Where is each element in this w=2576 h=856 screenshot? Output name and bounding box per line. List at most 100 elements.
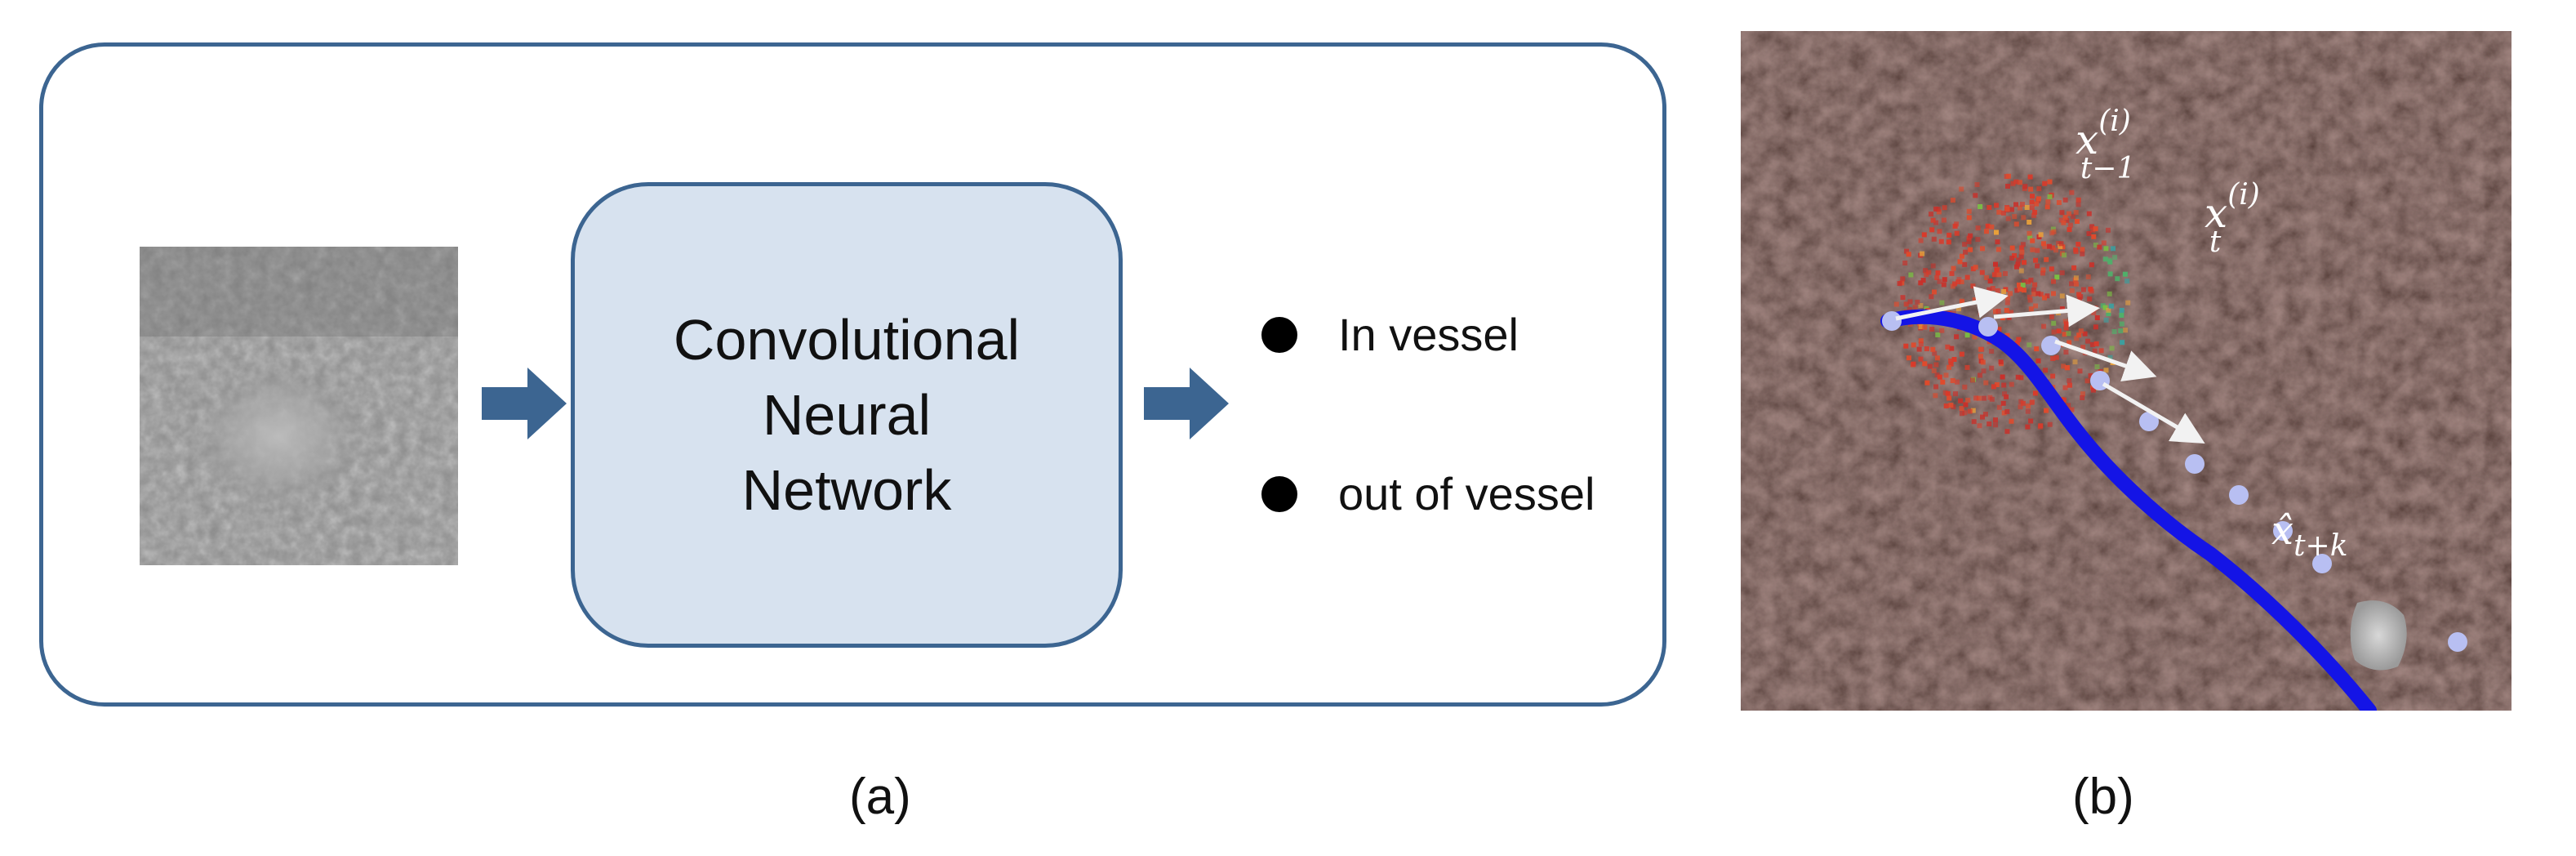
particle [2029, 205, 2035, 211]
particle [2064, 321, 2069, 327]
particle [2029, 199, 2035, 205]
particle [2067, 378, 2072, 384]
particle [2020, 242, 2026, 247]
particle [1932, 350, 1938, 356]
particle [2009, 207, 2014, 212]
particle [2091, 310, 2097, 315]
particle [1984, 275, 1990, 280]
particle [2042, 181, 2048, 186]
particle [1978, 372, 1982, 378]
particle [2063, 325, 2069, 331]
particle [2080, 345, 2086, 350]
particle [2015, 374, 2021, 380]
particle [2088, 372, 2093, 378]
particle [2010, 181, 2016, 186]
particle [2009, 310, 2014, 315]
particle [1993, 417, 1998, 423]
particle [1978, 204, 1983, 209]
cnn-label: Convolutional Neural Network [673, 308, 1021, 522]
particle [2107, 257, 2112, 263]
motion-vector [2054, 339, 2157, 382]
particle [1979, 270, 1985, 275]
particle [1924, 380, 1930, 386]
particle [2027, 220, 2032, 225]
particle [2112, 255, 2118, 261]
input-arrow-icon [482, 368, 567, 439]
particle [1916, 346, 1922, 352]
particle [2063, 350, 2069, 355]
particle [1952, 281, 1958, 287]
particle [2067, 382, 2072, 388]
particle [2000, 400, 2006, 406]
particle [2069, 288, 2075, 293]
particle [1959, 186, 1964, 192]
particle [1995, 288, 2000, 293]
particle [2030, 238, 2035, 243]
particle [2086, 211, 2092, 216]
particle [1942, 277, 1947, 283]
particle [2059, 270, 2065, 275]
particle [1993, 422, 1998, 428]
particle [2093, 226, 2098, 232]
particle [1958, 398, 1964, 403]
particle [2043, 368, 2048, 373]
particle [2054, 274, 2060, 280]
particle [1932, 289, 1937, 295]
particle [1942, 390, 1948, 395]
particle [2013, 179, 2019, 185]
particle [2073, 281, 2079, 287]
particle [1946, 239, 1951, 245]
particle [2004, 308, 2009, 313]
particle [2075, 242, 2081, 247]
particle [1949, 346, 1955, 351]
particle [2062, 215, 2068, 221]
particle [2050, 226, 2056, 232]
particle [2024, 205, 2030, 210]
particle [1980, 414, 1985, 420]
particle [2033, 257, 2039, 263]
particle [1923, 268, 1929, 274]
particle [1975, 225, 1981, 231]
particle [1973, 265, 1978, 270]
particle [2038, 423, 2044, 429]
particle [1994, 267, 2000, 273]
particle [2030, 194, 2035, 199]
particle [2088, 287, 2093, 292]
motion-vector [1895, 286, 2009, 321]
particle [2009, 381, 2014, 387]
track-node [2041, 336, 2061, 355]
particle [2032, 210, 2038, 215]
particle [2072, 359, 2078, 365]
motion-vector [2102, 381, 2205, 444]
classifier-panel: Convolutional Neural Network In vessel o… [39, 42, 1666, 707]
particle [2075, 219, 2080, 224]
particle [2111, 329, 2117, 334]
particle [2085, 338, 2091, 344]
particle [2082, 331, 2088, 337]
particle [1918, 324, 1924, 329]
particle [1995, 309, 2001, 314]
particle [1929, 294, 1934, 300]
particle [2075, 197, 2081, 203]
particle [2033, 303, 2039, 309]
particle [1906, 355, 1911, 361]
particle [2027, 174, 2033, 180]
particle [2038, 232, 2044, 238]
particle [2060, 244, 2066, 250]
particle [2093, 341, 2099, 346]
particle [1995, 247, 2001, 252]
particle [2066, 403, 2071, 408]
particle [1970, 377, 1975, 383]
particle [1957, 259, 1963, 265]
particle [1955, 306, 1961, 312]
particle [2018, 205, 2022, 211]
particle [1987, 421, 1992, 426]
particle [2025, 408, 2031, 414]
particle [1954, 221, 1960, 227]
particle [1980, 359, 1986, 365]
particle [2027, 342, 2032, 348]
particle [2094, 364, 2100, 369]
particle [2061, 363, 2067, 369]
particle [1915, 299, 1920, 305]
particle [1938, 239, 1944, 244]
